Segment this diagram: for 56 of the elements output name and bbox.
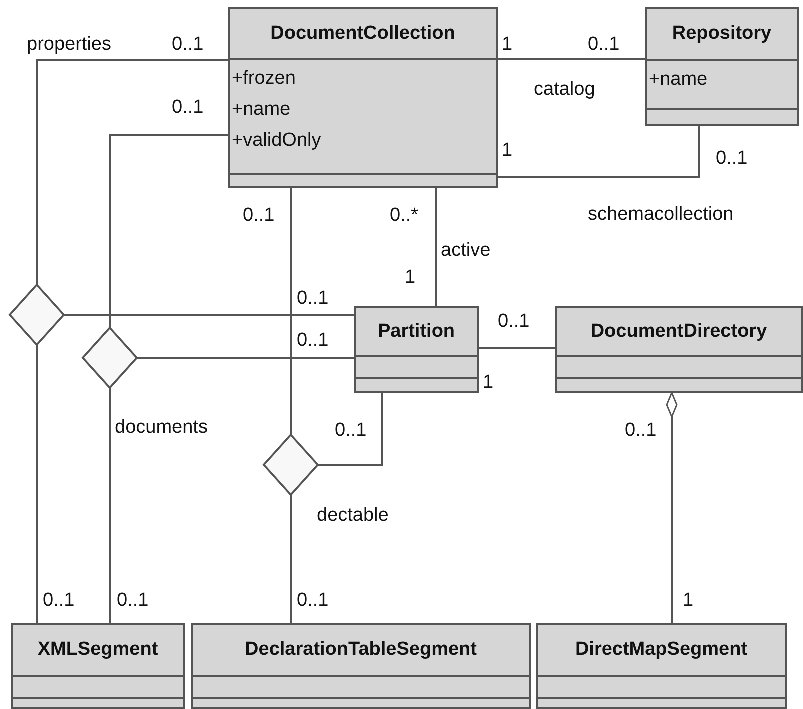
class-box bbox=[354, 306, 479, 393]
attribute-text: +name bbox=[649, 68, 708, 92]
multiplicity-label: 0..1 bbox=[243, 205, 275, 227]
association-line bbox=[290, 188, 292, 435]
attribute-text: +name bbox=[232, 98, 291, 122]
association-line bbox=[109, 388, 111, 623]
multiplicity-label: 1 bbox=[683, 590, 694, 612]
association-diamond bbox=[10, 285, 64, 345]
association-line bbox=[479, 347, 555, 349]
association-line bbox=[36, 345, 38, 623]
class-box bbox=[555, 306, 803, 393]
class-box bbox=[645, 7, 799, 126]
association-line bbox=[137, 357, 354, 359]
class-name: DirectMapSegment bbox=[575, 639, 748, 661]
multiplicity-label: 0..1 bbox=[625, 420, 657, 442]
association-line bbox=[64, 314, 354, 316]
multiplicity-label: 0..1 bbox=[297, 330, 329, 352]
class-box bbox=[228, 7, 498, 188]
association-name: documents bbox=[115, 417, 208, 439]
association-line bbox=[36, 59, 228, 285]
multiplicity-label: 0..1 bbox=[43, 590, 75, 612]
class-box bbox=[191, 623, 531, 709]
multiplicity-label: 1 bbox=[405, 267, 416, 289]
multiplicity-label: 1 bbox=[502, 34, 513, 56]
attribute-text: +validOnly bbox=[232, 129, 322, 153]
multiplicity-label: 0..1 bbox=[498, 311, 530, 333]
multiplicity-label: 0..1 bbox=[716, 148, 748, 170]
class-name: XMLSegment bbox=[38, 639, 158, 661]
multiplicity-label: 0..1 bbox=[172, 97, 204, 119]
association-line bbox=[109, 134, 228, 328]
multiplicity-label: 0..1 bbox=[172, 34, 204, 56]
aggregation-line bbox=[666, 392, 678, 623]
association-line bbox=[498, 126, 700, 178]
multiplicity-label: 0..1 bbox=[297, 590, 329, 612]
multiplicity-label: 0..1 bbox=[297, 288, 329, 310]
class-name: Partition bbox=[378, 320, 456, 342]
class-name: DocumentDirectory bbox=[590, 320, 768, 342]
class-name: Repository bbox=[672, 23, 772, 45]
edge-label: catalog bbox=[533, 79, 596, 101]
class-name: DocumentCollection bbox=[270, 22, 456, 44]
edge-label: properties bbox=[26, 34, 112, 56]
multiplicity-label: 1 bbox=[483, 372, 494, 394]
association-line bbox=[498, 58, 645, 60]
association-line bbox=[318, 393, 383, 466]
multiplicity-label: 0..1 bbox=[588, 34, 620, 56]
association-line bbox=[290, 495, 292, 623]
class-name: DeclarationTableSegment bbox=[245, 639, 477, 661]
multiplicity-label: 0..* bbox=[390, 205, 419, 227]
class-box bbox=[11, 623, 185, 709]
class-box bbox=[536, 623, 787, 709]
multiplicity-label: 1 bbox=[502, 140, 513, 162]
attribute-text: +frozen bbox=[232, 67, 296, 91]
multiplicity-label: 0..1 bbox=[117, 590, 149, 612]
multiplicity-label: 0..1 bbox=[335, 420, 367, 442]
association-name: dectable bbox=[317, 505, 389, 527]
association-line bbox=[435, 188, 437, 306]
